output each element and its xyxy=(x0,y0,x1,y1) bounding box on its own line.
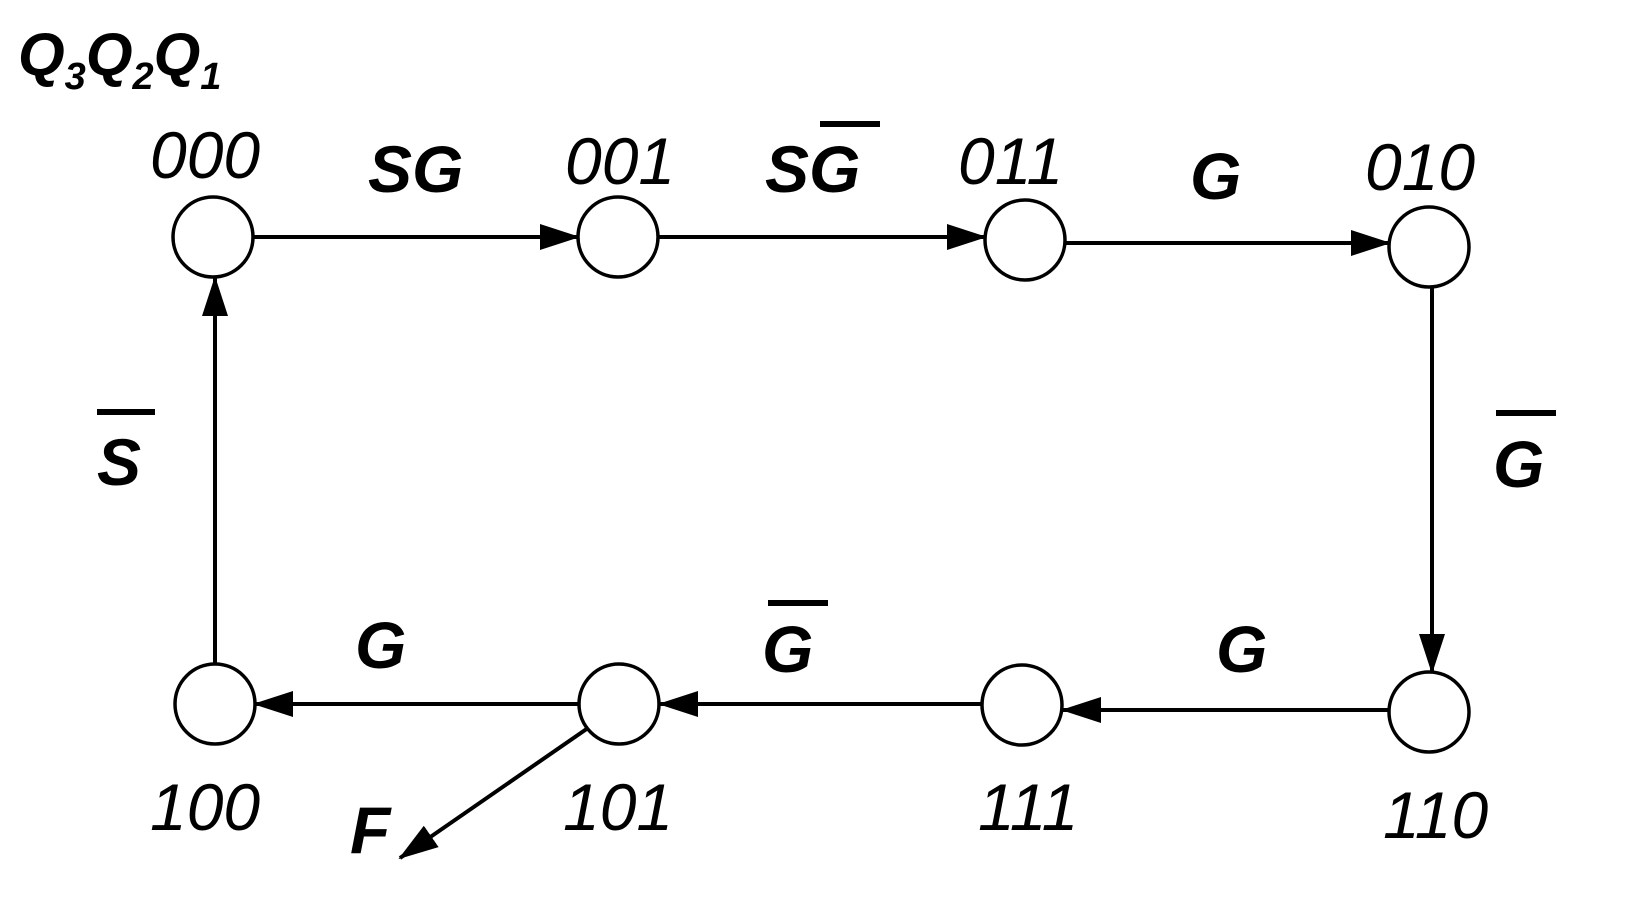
state-node-011 xyxy=(983,198,1067,282)
header-q3: Q3Q2Q1 xyxy=(18,21,221,98)
output-label-f: F xyxy=(350,793,392,867)
cond-label-001-011: SG xyxy=(765,132,860,206)
state-node-101 xyxy=(577,662,661,746)
cond-label-010-110: G xyxy=(1493,427,1544,501)
state-label-111: 111 xyxy=(978,770,1078,844)
cond-label-100-000: S xyxy=(97,425,141,499)
edge-101-output xyxy=(398,726,590,860)
state-node-000 xyxy=(171,195,255,279)
state-node-010 xyxy=(1387,205,1471,289)
state-label-000: 000 xyxy=(150,118,260,192)
state-node-100 xyxy=(173,662,257,746)
state-variable-header: Q3Q2Q1 xyxy=(18,21,221,98)
cond-label-110-111: G xyxy=(1216,612,1267,686)
state-label-001: 001 xyxy=(565,124,675,198)
transition-labels: SG SG G G G G G S xyxy=(97,121,1556,686)
state-node-111 xyxy=(980,663,1064,747)
cond-label-101-100: G xyxy=(355,608,406,682)
state-labels: 000 001 011 010 110 111 101 100 xyxy=(150,118,1489,852)
state-label-110: 110 xyxy=(1383,778,1489,852)
state-label-100: 100 xyxy=(150,770,260,844)
state-node-001 xyxy=(576,195,660,279)
state-node-110 xyxy=(1387,670,1471,754)
cond-label-111-101: G xyxy=(762,612,813,686)
state-label-010: 010 xyxy=(1365,130,1475,204)
state-label-101: 101 xyxy=(563,770,673,844)
nodes xyxy=(171,195,1471,754)
cond-label-000-001: SG xyxy=(368,132,463,206)
state-label-011: 011 xyxy=(958,124,1063,198)
cond-label-011-010: G xyxy=(1190,139,1241,213)
edges xyxy=(202,224,1445,860)
